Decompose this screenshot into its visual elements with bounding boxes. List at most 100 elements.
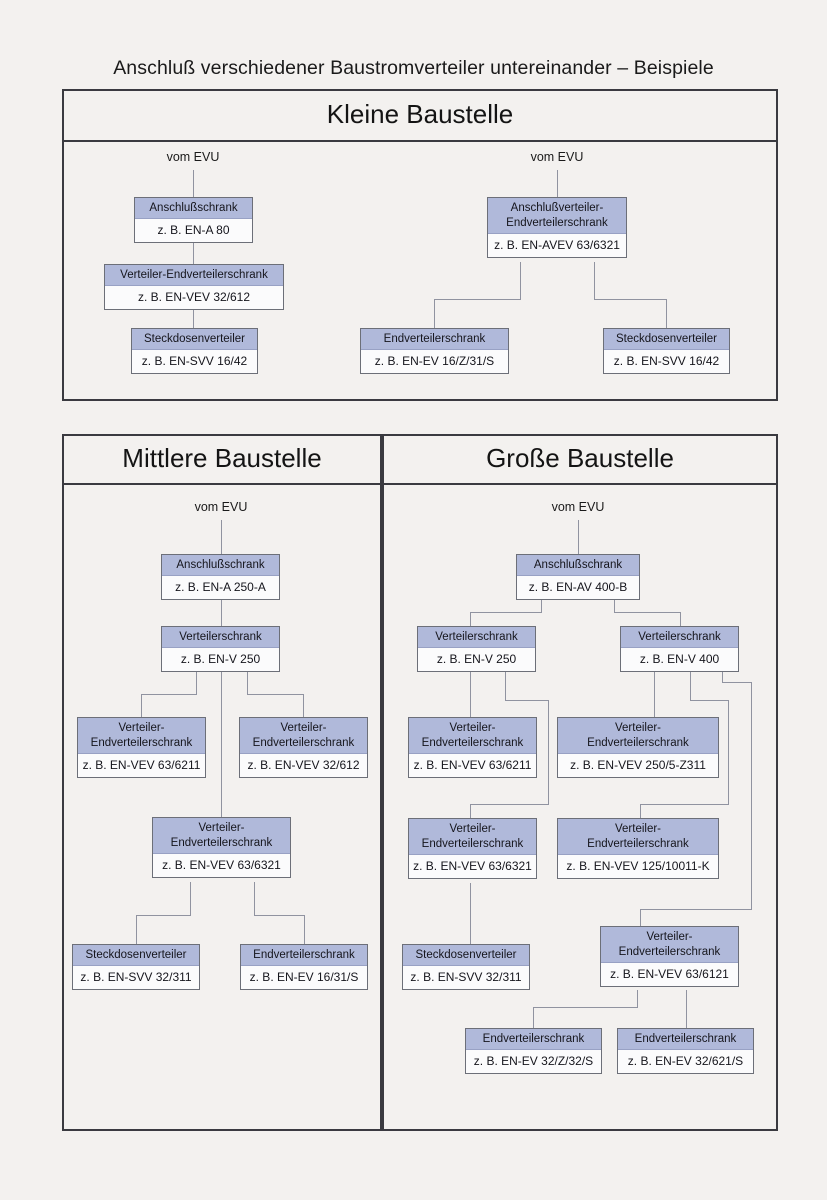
node-mittlere-steckdosenverteiler[interactable]: Steckdosenverteiler z. B. EN-SVV 32/311 xyxy=(72,944,200,990)
node-header: Verteiler- Endverteilerschrank xyxy=(409,819,536,855)
node-grosse-verteilerschrank-400[interactable]: Verteilerschrank z. B. EN-V 400 xyxy=(620,626,739,672)
node-header: Anschlußschrank xyxy=(162,555,279,576)
connector-grosse-av400-drop-right xyxy=(680,612,681,626)
connector-grosse-v400-drop-125 xyxy=(640,804,641,818)
connector-grosse-v250-bus-bot-6321 xyxy=(470,804,549,805)
node-body: z. B. EN-VEV 250/5-Z311 xyxy=(558,754,718,777)
node-grosse-anschlussschrank[interactable]: Anschlußschrank z. B. EN-AV 400-B xyxy=(516,554,640,600)
node-mittlere-vev-32-612[interactable]: Verteiler- Endverteilerschrank z. B. EN-… xyxy=(239,717,368,778)
node-header: Endverteilerschrank xyxy=(241,945,367,966)
node-grosse-vev-63-6321[interactable]: Verteiler- Endverteilerschrank z. B. EN-… xyxy=(408,818,537,879)
section-mittlere-title-divider xyxy=(62,483,382,485)
connector-kleine-avev-drop-ev xyxy=(434,299,435,328)
node-kleine-steckdosenverteiler-right[interactable]: Steckdosenverteiler z. B. EN-SVV 16/42 xyxy=(603,328,730,374)
connector-mittlere-v250-bus-left xyxy=(141,694,197,695)
node-body: z. B. EN-VEV 63/6211 xyxy=(409,754,536,777)
node-kleine-anschlussschrank[interactable]: Anschlußschrank z. B. EN-A 80 xyxy=(134,197,253,243)
connector-grosse-6121-stem-left xyxy=(637,990,638,1007)
connector-grosse-v400-bus-top-6121 xyxy=(722,682,751,683)
connector-grosse-6121-drop-right xyxy=(686,990,687,1028)
connector-mittlere-a250-v250 xyxy=(221,598,222,626)
node-body: z. B. EN-V 250 xyxy=(162,648,279,671)
connector-grosse-av400-bus-left xyxy=(470,612,542,613)
connector-grosse-evu xyxy=(578,520,579,554)
source-label-kleine-right: vom EVU xyxy=(530,150,584,164)
node-mittlere-vev-63-6321[interactable]: Verteiler- Endverteilerschrank z. B. EN-… xyxy=(152,817,291,878)
node-header: Verteilerschrank xyxy=(418,627,535,648)
node-grosse-vev-250-5-z311[interactable]: Verteiler- Endverteilerschrank z. B. EN-… xyxy=(557,717,719,778)
node-body: z. B. EN-AVEV 63/6321 xyxy=(488,234,626,257)
connector-grosse-v250-drop-6321 xyxy=(470,804,471,818)
connector-grosse-v400-drop-z311 xyxy=(654,670,655,717)
node-body: z. B. EN-EV 16/Z/31/S xyxy=(361,350,508,373)
connector-mittlere-v250-stem-left xyxy=(196,670,197,694)
connector-kleine-avev-stem-right xyxy=(594,262,595,299)
node-header: Verteiler- Endverteilerschrank xyxy=(153,818,290,854)
connector-grosse-v400-bus-top-125 xyxy=(690,700,728,701)
node-grosse-steckdosenverteiler[interactable]: Steckdosenverteiler z. B. EN-SVV 32/311 xyxy=(402,944,530,990)
node-body: z. B. EN-A 250-A xyxy=(162,576,279,599)
connector-grosse-v250-riser-6321 xyxy=(548,700,549,804)
connector-mittlere-6321-bus-left xyxy=(136,915,191,916)
connector-grosse-v250-bus-top-6321 xyxy=(505,700,548,701)
node-kleine-verteiler-endverteilerschrank[interactable]: Verteiler-Endverteilerschrank z. B. EN-V… xyxy=(104,264,284,310)
node-grosse-vev-63-6121[interactable]: Verteiler- Endverteilerschrank z. B. EN-… xyxy=(600,926,739,987)
section-kleine-title-divider xyxy=(62,140,778,142)
page-title: Anschluß verschiedener Baustromverteiler… xyxy=(113,57,714,79)
node-header: Anschlußverteiler- Endverteilerschrank xyxy=(488,198,626,234)
section-frame-kleine xyxy=(62,89,778,401)
node-grosse-verteilerschrank-250[interactable]: Verteilerschrank z. B. EN-V 250 xyxy=(417,626,536,672)
node-body: z. B. EN-SVV 32/311 xyxy=(403,966,529,989)
section-grosse-title-divider xyxy=(382,483,778,485)
connector-grosse-v400-stem-6121 xyxy=(722,670,723,682)
node-grosse-endverteilerschrank-32-621-s[interactable]: Endverteilerschrank z. B. EN-EV 32/621/S xyxy=(617,1028,754,1074)
connector-grosse-av400-stem-left xyxy=(541,598,542,612)
node-grosse-vev-125-10011-k[interactable]: Verteiler- Endverteilerschrank z. B. EN-… xyxy=(557,818,719,879)
source-label-mittlere: vom EVU xyxy=(194,500,248,514)
connector-mittlere-6321-drop-left xyxy=(136,915,137,944)
node-header: Verteiler-Endverteilerschrank xyxy=(105,265,283,286)
node-kleine-anschlussverteiler-endverteilerschrank[interactable]: Anschlußverteiler- Endverteilerschrank z… xyxy=(487,197,627,258)
connector-grosse-av400-stem-right xyxy=(614,598,615,612)
section-title-kleine: Kleine Baustelle xyxy=(326,99,514,129)
node-body: z. B. EN-VEV 32/612 xyxy=(105,286,283,309)
connector-grosse-av400-bus-right xyxy=(614,612,680,613)
connector-grosse-v250-stem-6321 xyxy=(505,670,506,700)
section-title-mittlere: Mittlere Baustelle xyxy=(122,443,322,473)
connector-mittlere-v250-stem-right xyxy=(247,670,248,694)
node-header: Verteiler- Endverteilerschrank xyxy=(558,718,718,754)
node-header: Endverteilerschrank xyxy=(466,1029,601,1050)
node-header: Anschlußschrank xyxy=(517,555,639,576)
node-body: z. B. EN-V 250 xyxy=(418,648,535,671)
node-mittlere-endverteilerschrank[interactable]: Endverteilerschrank z. B. EN-EV 16/31/S xyxy=(240,944,368,990)
connector-kleine-evu-left xyxy=(193,170,194,197)
node-body: z. B. EN-EV 32/Z/32/S xyxy=(466,1050,601,1073)
node-body: z. B. EN-SVV 16/42 xyxy=(132,350,257,373)
node-header: Verteiler- Endverteilerschrank xyxy=(78,718,205,754)
node-mittlere-verteilerschrank[interactable]: Verteilerschrank z. B. EN-V 250 xyxy=(161,626,280,672)
node-grosse-vev-63-6211[interactable]: Verteiler- Endverteilerschrank z. B. EN-… xyxy=(408,717,537,778)
connector-grosse-v250-drop-6211 xyxy=(470,670,471,717)
connector-kleine-avev-drop-svv xyxy=(666,299,667,328)
connector-kleine-avev-bus-right xyxy=(594,299,666,300)
node-grosse-endverteilerschrank-32-z-32-s[interactable]: Endverteilerschrank z. B. EN-EV 32/Z/32/… xyxy=(465,1028,602,1074)
node-header: Steckdosenverteiler xyxy=(403,945,529,966)
connector-mittlere-6321-stem-left xyxy=(190,882,191,915)
connector-grosse-v400-riser-125 xyxy=(728,700,729,804)
source-label-grosse: vom EVU xyxy=(551,500,605,514)
node-kleine-steckdosenverteiler[interactable]: Steckdosenverteiler z. B. EN-SVV 16/42 xyxy=(131,328,258,374)
node-body: z. B. EN-SVV 16/42 xyxy=(604,350,729,373)
connector-kleine-a80-vev xyxy=(193,241,194,264)
source-label-kleine-left: vom EVU xyxy=(166,150,220,164)
node-kleine-endverteilerschrank[interactable]: Endverteilerschrank z. B. EN-EV 16/Z/31/… xyxy=(360,328,509,374)
connector-kleine-evu-right xyxy=(557,170,558,197)
node-body: z. B. EN-V 400 xyxy=(621,648,738,671)
node-header: Verteilerschrank xyxy=(162,627,279,648)
node-header: Verteiler- Endverteilerschrank xyxy=(558,819,718,855)
connector-mittlere-v250-drop-left xyxy=(141,694,142,717)
connector-mittlere-v250-bus-right xyxy=(247,694,303,695)
node-mittlere-anschlussschrank[interactable]: Anschlußschrank z. B. EN-A 250-A xyxy=(161,554,280,600)
node-header: Verteiler- Endverteilerschrank xyxy=(240,718,367,754)
connector-mittlere-6321-drop-right xyxy=(304,915,305,944)
node-mittlere-vev-63-6211[interactable]: Verteiler- Endverteilerschrank z. B. EN-… xyxy=(77,717,206,778)
